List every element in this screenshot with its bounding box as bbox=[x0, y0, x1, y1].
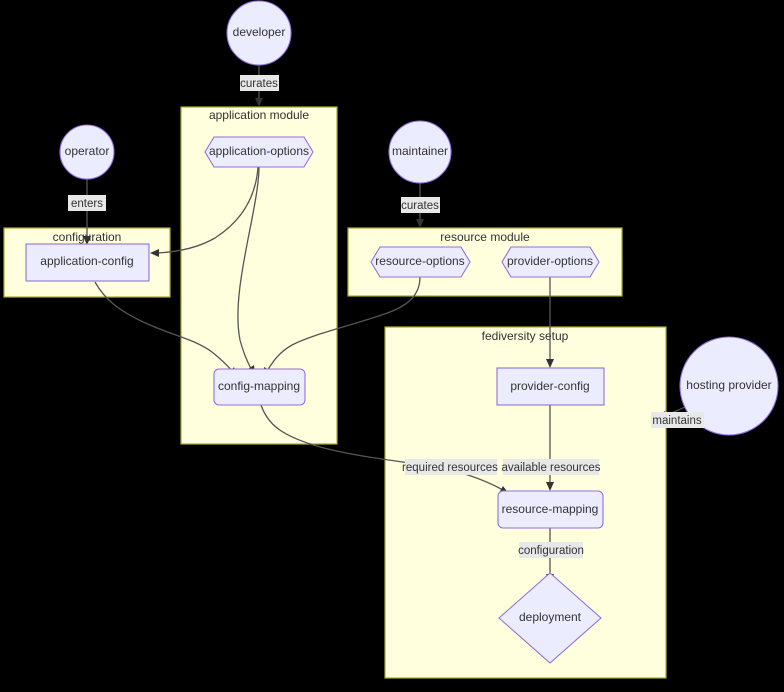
edge-path bbox=[266, 276, 421, 372]
node-operator-label: operator bbox=[65, 144, 110, 158]
edge-label-required-resources: required resources bbox=[402, 459, 498, 475]
edge-path bbox=[237, 165, 260, 372]
node-deployment-label: deployment bbox=[519, 610, 582, 624]
edge-label-curates-maintainer: curates bbox=[401, 197, 440, 213]
node-resource-mapping-label: resource-mapping bbox=[502, 502, 599, 516]
node-config-mapping[interactable]: config-mapping bbox=[213, 368, 306, 406]
node-application-options[interactable]: application-options bbox=[204, 136, 314, 168]
node-maintainer[interactable]: maintainer bbox=[388, 120, 452, 184]
node-developer[interactable]: developer bbox=[226, 0, 292, 66]
edge-label-maintains: maintains bbox=[651, 412, 704, 428]
node-resource-options[interactable]: resource-options bbox=[370, 246, 471, 278]
node-application-config-label: application-config bbox=[40, 254, 133, 268]
node-provider-config-shape[interactable] bbox=[496, 367, 605, 406]
edge-label-required-resources-text: required resources bbox=[402, 462, 498, 474]
node-provider-options-shape[interactable] bbox=[501, 246, 600, 278]
node-application-options-shape[interactable] bbox=[204, 136, 314, 168]
node-resource-mapping[interactable]: resource-mapping bbox=[497, 490, 604, 529]
edge-label-bg bbox=[405, 459, 497, 475]
edge-label-bg bbox=[651, 412, 704, 428]
arrow-head bbox=[416, 219, 424, 228]
cluster-application-module-label: application module bbox=[209, 108, 309, 122]
node-developer-label: developer bbox=[233, 25, 286, 39]
edge-label-curates-maintainer-text: curates bbox=[401, 200, 439, 212]
edge-label-curates-developer: curates bbox=[240, 75, 279, 91]
edge-label-curates-text: curates bbox=[240, 78, 278, 90]
cluster-resource-module-label: resource module bbox=[440, 230, 530, 244]
edge-label-configuration: configuration bbox=[518, 542, 584, 558]
cluster-fediversity-setup-label: fediversity setup bbox=[482, 329, 569, 343]
edge-provider-options-provider-config bbox=[546, 277, 554, 368]
node-application-config-shape[interactable] bbox=[25, 243, 150, 282]
node-application-options-label: application-options bbox=[209, 144, 309, 158]
edge-label-bg bbox=[519, 542, 583, 558]
edge-label-bg bbox=[68, 195, 106, 211]
arrow-head bbox=[150, 249, 159, 257]
edge-application-options-application-config bbox=[150, 166, 259, 257]
edge-label-enters-text: enters bbox=[71, 198, 103, 210]
arrow-head bbox=[546, 359, 554, 368]
node-provider-config[interactable]: provider-config bbox=[496, 367, 605, 406]
edge-path bbox=[157, 166, 259, 254]
node-config-mapping-label: config-mapping bbox=[218, 379, 300, 393]
arrow-head bbox=[255, 98, 263, 107]
node-provider-options-label: provider-options bbox=[507, 254, 593, 268]
node-resource-options-label: resource-options bbox=[375, 254, 464, 268]
node-hosting-provider-label: hosting provider bbox=[686, 378, 771, 392]
node-operator[interactable]: operator bbox=[59, 124, 115, 180]
edge-label-bg bbox=[240, 75, 279, 91]
edge-label-bg bbox=[503, 459, 599, 475]
node-maintainer-label: maintainer bbox=[392, 144, 448, 158]
edge-label-available-resources: available resources bbox=[501, 459, 601, 475]
node-hosting-provider-shape[interactable] bbox=[679, 336, 779, 436]
edge-label-enters: enters bbox=[68, 195, 106, 211]
node-hosting-provider[interactable]: hosting provider bbox=[679, 336, 779, 436]
edge-label-bg bbox=[401, 197, 440, 213]
node-provider-config-label: provider-config bbox=[510, 379, 589, 393]
node-resource-options-shape[interactable] bbox=[370, 246, 471, 278]
node-deployment[interactable]: deployment bbox=[498, 572, 602, 664]
arrow-head bbox=[83, 236, 91, 245]
node-developer-shape[interactable] bbox=[226, 0, 292, 66]
edge-path bbox=[260, 404, 504, 491]
edge-label-available-resources-text: available resources bbox=[501, 462, 600, 474]
edge-label-configuration-text: configuration bbox=[518, 545, 584, 557]
edge-path bbox=[94, 281, 234, 373]
edge-label-maintains-text: maintains bbox=[652, 415, 701, 427]
node-deployment-shape[interactable] bbox=[498, 572, 602, 664]
node-maintainer-shape[interactable] bbox=[388, 120, 452, 184]
node-config-mapping-shape[interactable] bbox=[213, 368, 306, 406]
node-provider-options[interactable]: provider-options bbox=[501, 246, 600, 278]
node-application-config[interactable]: application-config bbox=[25, 243, 150, 282]
node-operator-shape[interactable] bbox=[59, 124, 115, 180]
arrow-head bbox=[546, 482, 554, 491]
node-resource-mapping-shape[interactable] bbox=[497, 490, 604, 529]
